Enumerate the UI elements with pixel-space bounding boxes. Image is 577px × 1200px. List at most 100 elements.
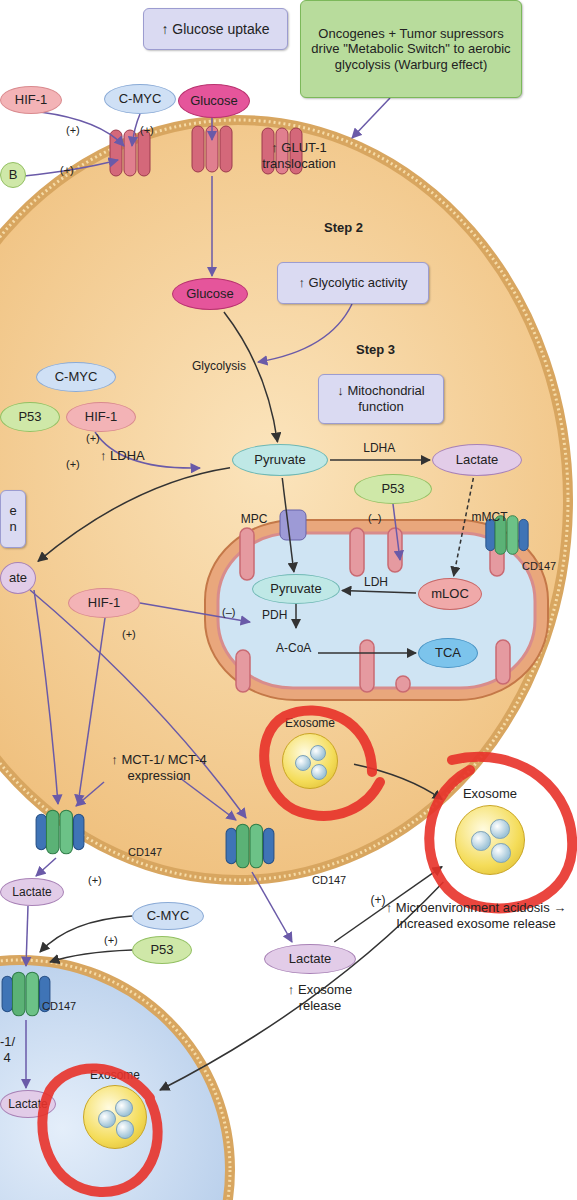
crista (240, 528, 254, 580)
connector-label: Glycolysis (192, 359, 246, 373)
vesicle-cargo (295, 755, 311, 771)
leader-arrow (295, 604, 297, 628)
cell-membrane (0, 960, 230, 1200)
leader-arrow (258, 304, 352, 362)
annotation-text: (+) (88, 874, 102, 887)
info-box: Oncogenes + Tumor supressors drive "Meta… (300, 0, 522, 98)
neighbor-cell (0, 960, 230, 1200)
connector-label: LDH (364, 575, 388, 589)
crista (236, 650, 250, 692)
annotation-text: Step 2 (324, 220, 363, 236)
crista (360, 640, 374, 692)
node-text: Lactate (12, 885, 51, 899)
crista (388, 528, 402, 572)
node-text: mLOC (431, 586, 469, 602)
node-text: Exosome (285, 716, 335, 730)
connector-label: (+) (371, 893, 386, 907)
annotation-text: (–) (368, 512, 381, 525)
connector-label: LDHA (363, 441, 395, 455)
annotation-text: CD147 (42, 1000, 76, 1013)
node-text: HIF-1 (85, 409, 118, 425)
mct-transporter (36, 810, 84, 854)
node-text: ↑ Glucose uptake (161, 21, 269, 38)
metabolite-oval: HIF-1 (0, 86, 62, 114)
annotation-text: ↑ GLUT-1 translocation (244, 140, 354, 171)
annotation-text: ↑ Microenvironment acidosis → Increased … (380, 900, 572, 931)
node-text: Exosome (90, 1068, 140, 1082)
exosome-sphere (83, 1085, 147, 1149)
metabolite-oval: C-MYC (132, 902, 204, 930)
vesicle-cargo (471, 831, 491, 851)
node-text: Pyruvate (270, 581, 321, 597)
crista (396, 676, 410, 692)
leader-arrow (393, 504, 400, 560)
leader-arrow (50, 950, 132, 962)
annotation-text: ↑ Exosome release (272, 982, 368, 1013)
metabolite-oval: TCA (418, 638, 478, 668)
mpc-transporter (280, 510, 306, 540)
metabolite-oval: Pyruvate (232, 444, 328, 476)
leader-arrow (26, 906, 28, 966)
annotation-text: PDH (262, 608, 287, 622)
vesicle-cargo (491, 843, 511, 863)
leader-arrow (352, 98, 390, 138)
vesicle-cargo (115, 1099, 133, 1117)
node-text: ate (9, 570, 27, 586)
info-box: ↓ Mitochondrial function (318, 374, 444, 424)
flow-connector (282, 478, 294, 572)
flow-connector (354, 764, 442, 799)
highlight-circle (264, 710, 380, 815)
annotation-text: Step 3 (356, 342, 395, 358)
annotation-text: CD147 (128, 846, 162, 859)
annotation-text: -1/ 4 (0, 1034, 14, 1065)
leader-arrow (30, 590, 246, 818)
annotation-text: CD147 (312, 874, 346, 887)
flow-connector (38, 468, 230, 562)
flow-connector (342, 590, 416, 592)
metabolite-oval: Glucose (178, 84, 250, 118)
node-text: Glucose (190, 93, 238, 109)
glut1-transporter (110, 130, 150, 176)
flow-connector (454, 478, 474, 576)
info-box: e n (0, 490, 26, 548)
metabolite-oval: C-MYC (104, 84, 176, 114)
annotation-text: (+) (122, 628, 136, 641)
node-text: P53 (150, 942, 173, 958)
metabolite-oval: Lactate (432, 444, 522, 476)
metabolite-oval: Lactate (0, 1090, 56, 1118)
vesicle-cargo (98, 1110, 116, 1128)
crista (350, 528, 364, 576)
leader-arrow (140, 603, 250, 622)
mct-transporter (226, 824, 274, 868)
node-text: Exosome (463, 786, 517, 802)
annotation-text: (+) (66, 458, 80, 471)
node-text: P53 (18, 409, 41, 425)
flow-connector (224, 312, 278, 442)
leader-arrow (132, 114, 140, 146)
node-text: Lactate (289, 951, 332, 967)
leader-arrow (34, 590, 58, 804)
metabolite-oval: HIF-1 (68, 588, 140, 618)
leader-arrow (78, 618, 105, 804)
node-text: B (9, 167, 18, 183)
annotation-text: ↑ MCT-1/ MCT-4 expression (104, 752, 214, 783)
node-text: ↑ Glycolytic activity (298, 275, 407, 291)
node-text: Lactate (456, 452, 499, 468)
leader-arrow (36, 858, 56, 876)
metabolite-oval: B (0, 162, 26, 188)
annotation-text: (+) (140, 124, 154, 137)
metabolite-oval: mLOC (418, 578, 482, 610)
node-text: Lactate (8, 1097, 47, 1111)
node-text: C-MYC (147, 908, 190, 924)
annotation-text: CD147 (522, 560, 556, 573)
vesicle-cargo (311, 764, 327, 780)
node-text: e n (5, 503, 21, 534)
annotation-text: ↑ LDHA (100, 448, 145, 464)
metabolite-oval: Glucose (172, 278, 248, 310)
node-text: Glucose (186, 286, 234, 302)
node-text: TCA (435, 645, 461, 661)
flow-connector (330, 459, 430, 461)
exosome-sphere (455, 805, 525, 875)
highlight-circle (429, 757, 572, 909)
node-text: C-MYC (55, 369, 98, 385)
